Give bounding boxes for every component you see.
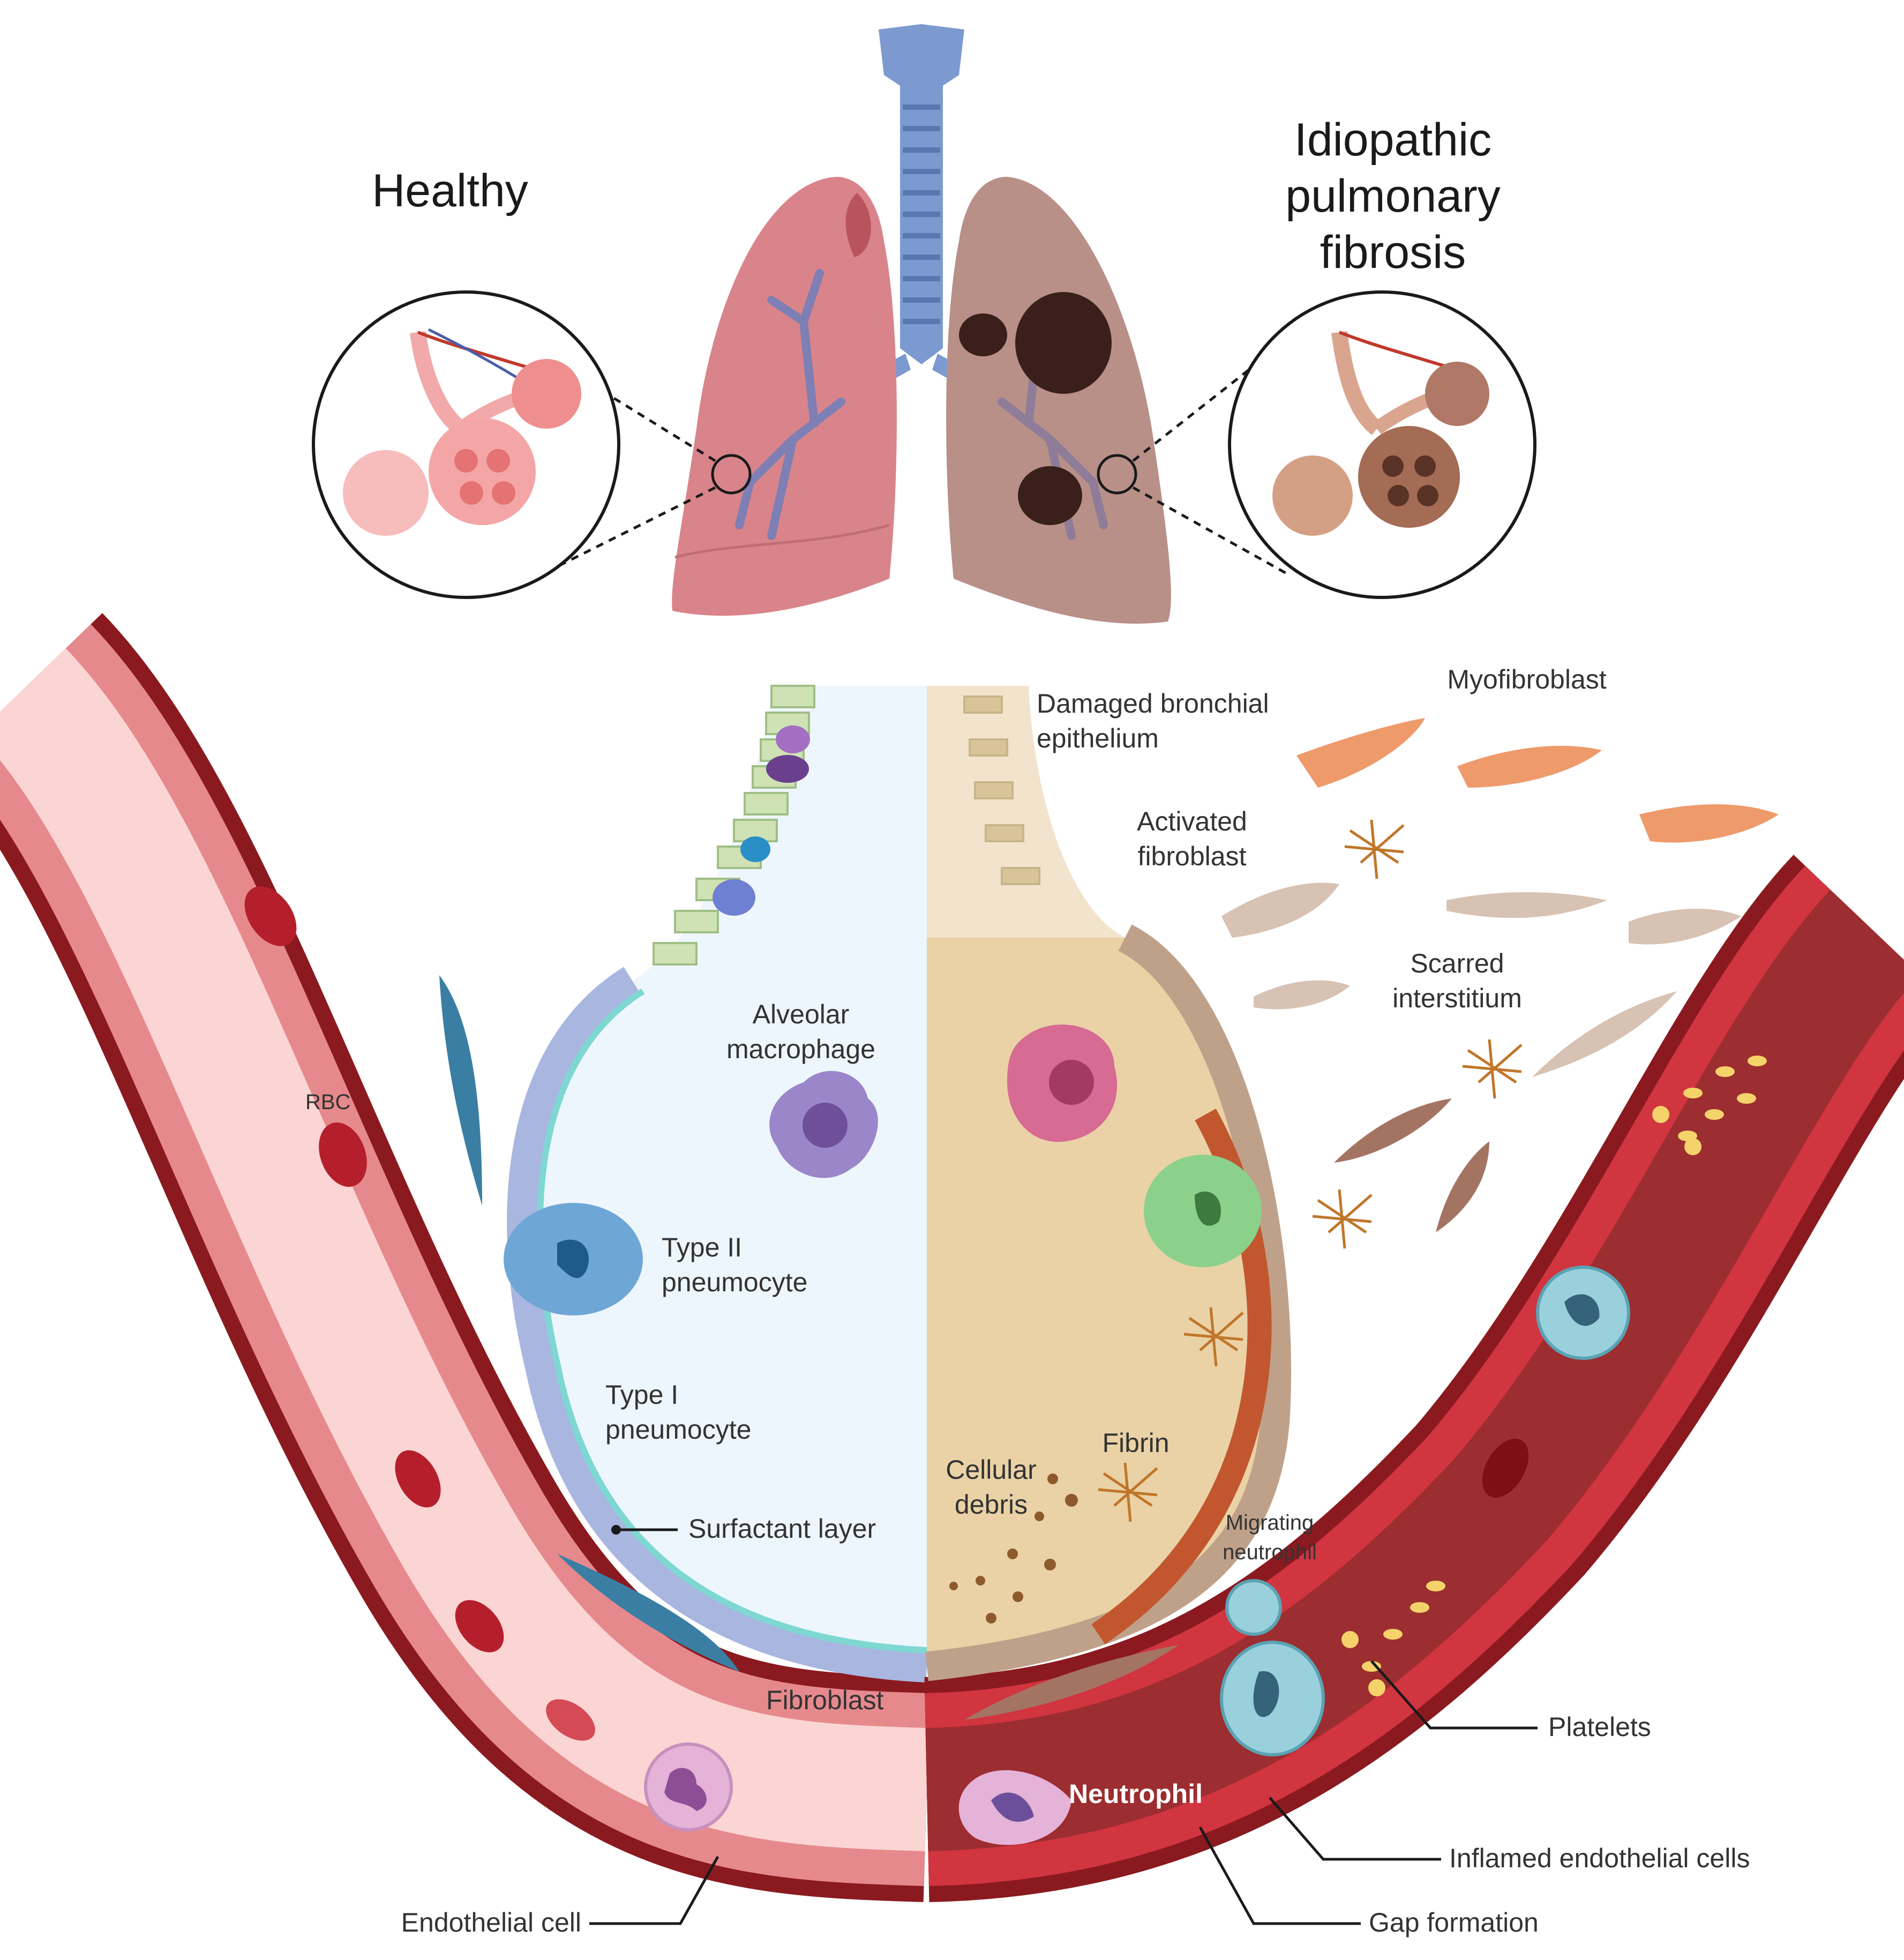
- label-inflamed-endothelial: Inflamed endothelial cells: [1449, 1843, 1750, 1873]
- label-scarred-interstitium-2: interstitium: [1392, 983, 1522, 1013]
- ipf-neutrophil-cell: [958, 1770, 1071, 1845]
- ipf-title-line3: fibrosis: [1320, 227, 1466, 278]
- label-myofibroblast: Myofibroblast: [1447, 664, 1606, 694]
- label-type1-1: Type I: [605, 1380, 678, 1410]
- fibrotic-lesion: [1015, 292, 1112, 394]
- label-surfactant: Surfactant layer: [688, 1514, 876, 1544]
- platelets-leader: [1370, 1660, 1538, 1730]
- ipf-alveoli-zoom: [1228, 290, 1536, 599]
- healthy-neutrophil: [644, 1742, 733, 1831]
- label-type1-2: pneumocyte: [605, 1415, 751, 1445]
- label-neutrophil: Neutrophil: [1069, 1779, 1203, 1809]
- label-alveolar-macrophage-2: macrophage: [726, 1034, 875, 1064]
- ipf-rbc: [1482, 1439, 1529, 1498]
- fibrotic-lesion: [959, 313, 1007, 356]
- gap-formation-leader: [1198, 1826, 1361, 1925]
- ipf-macrophage-cell: [1007, 1024, 1118, 1142]
- label-alveolar-macrophage-1: Alveolar: [753, 999, 850, 1029]
- ipf-title-line1: Idiopathic: [1294, 114, 1491, 166]
- label-fibrin: Fibrin: [1102, 1428, 1169, 1458]
- ipf-title-line2: pulmonary: [1285, 170, 1501, 222]
- healthy-title: Healthy: [372, 165, 528, 216]
- circulating-neutrophil: [1536, 1266, 1630, 1360]
- label-type2-1: Type II: [662, 1232, 742, 1262]
- label-fibroblast: Fibroblast: [766, 1685, 884, 1715]
- alveolar-macrophage-cell: [769, 1071, 878, 1178]
- label-activated-fibroblast-1: Activated: [1137, 806, 1247, 836]
- ipf-type2-cell: [1144, 1155, 1262, 1267]
- label-scarred-interstitium-1: Scarred: [1410, 948, 1504, 978]
- fibroblast-cell: [439, 975, 739, 1672]
- migrating-neutrophil-cell: [1220, 1579, 1325, 1756]
- inflamed-leader: [1269, 1797, 1441, 1861]
- ipf-blood-vessel: [924, 855, 1904, 1902]
- label-activated-fibroblast-2: fibroblast: [1138, 841, 1247, 871]
- platelets-cluster: [1341, 1056, 1767, 1696]
- ipf-alveolus: [925, 686, 1291, 1681]
- label-damaged-bronchial-2: epithelium: [1037, 723, 1159, 753]
- zoom-marker-ipf: [1097, 454, 1137, 495]
- label-cellular-debris-1: Cellular: [946, 1455, 1037, 1485]
- myofibroblast-cell: [1296, 718, 1779, 843]
- label-endothelial: Endothelial cell: [401, 1907, 581, 1937]
- zoom-marker-healthy: [711, 454, 752, 495]
- cellular-debris-particles: [949, 1473, 1078, 1624]
- label-platelets: Platelets: [1548, 1712, 1651, 1742]
- healthy-lung: [672, 177, 897, 616]
- fibrin-mesh: [1098, 819, 1523, 1522]
- scar-fibroblast-cell: [964, 1098, 1489, 1720]
- label-gap-formation: Gap formation: [1369, 1907, 1539, 1937]
- label-type2-2: pneumocyte: [662, 1267, 807, 1297]
- label-damaged-bronchial-1: Damaged bronchial: [1037, 689, 1269, 719]
- healthy-alveoli-zoom: [312, 290, 620, 599]
- red-blood-cell: [244, 886, 595, 1741]
- surfactant-leader-dot: [611, 1525, 621, 1535]
- ipf-lung: [946, 177, 1171, 624]
- healthy-alveolus: [507, 685, 928, 1682]
- activated-fibroblast-cell: [1221, 882, 1741, 1077]
- label-migrating-neutrophil-1: Migrating: [1226, 1511, 1314, 1535]
- type2-pneumocyte-cell: [504, 1203, 643, 1315]
- endothelial-leader: [589, 1856, 719, 1925]
- label-migrating-neutrophil-2: neutrophil: [1223, 1540, 1317, 1564]
- fibrotic-lesion: [1018, 466, 1082, 525]
- label-rbc: RBC: [305, 1090, 350, 1114]
- label-cellular-debris-2: debris: [955, 1490, 1028, 1520]
